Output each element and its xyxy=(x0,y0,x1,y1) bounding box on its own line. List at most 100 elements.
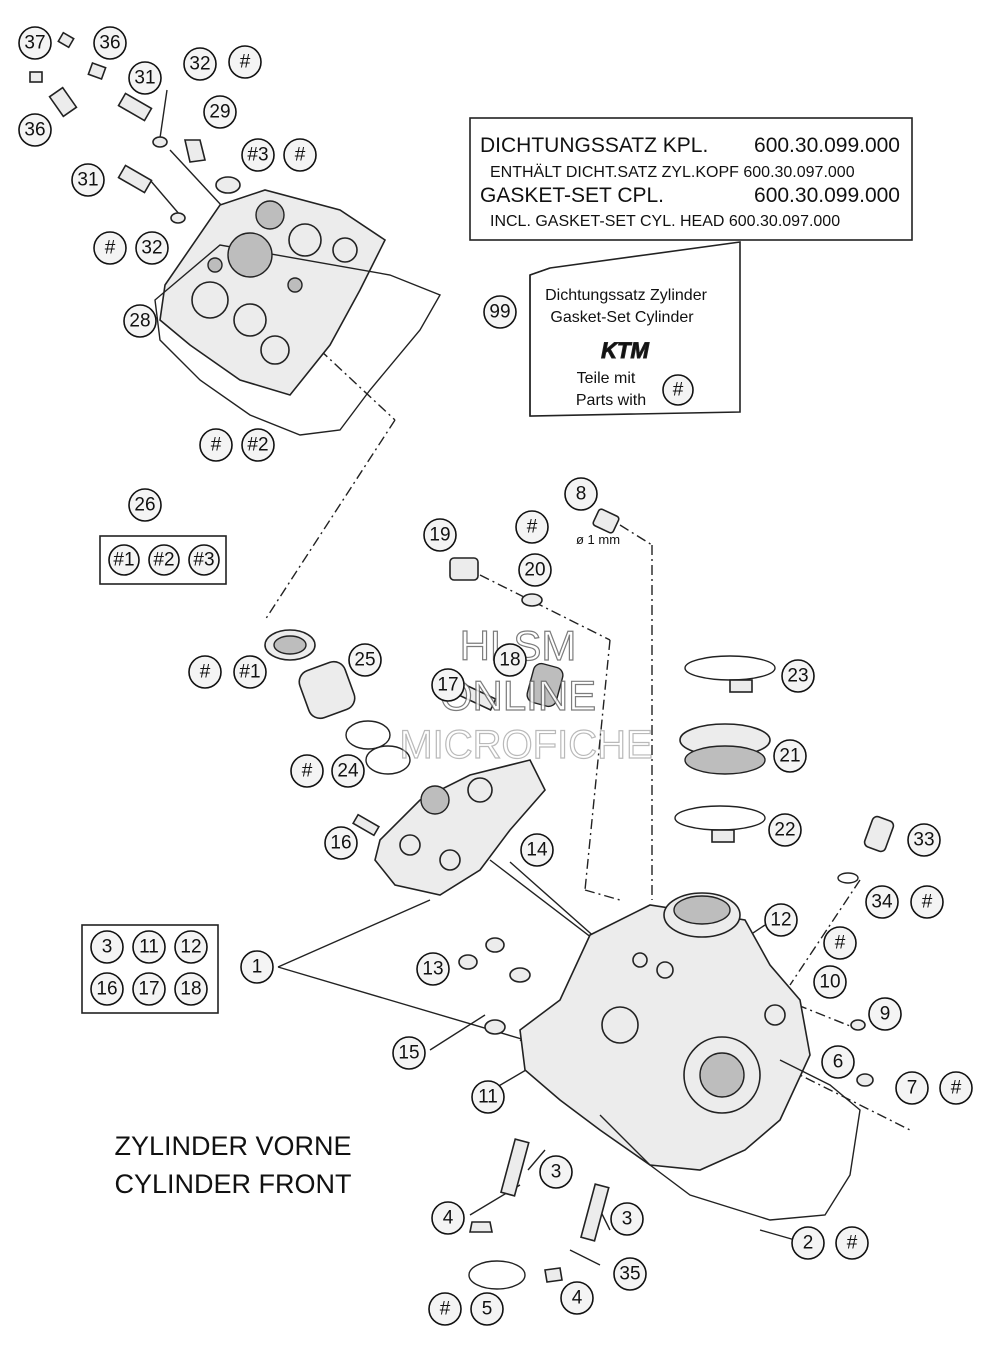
watermark-line3: MICROFICHE xyxy=(399,723,652,767)
callout-16: 16 xyxy=(324,826,358,860)
callout-7: 7 xyxy=(895,1071,929,1105)
svg-text:#3: #3 xyxy=(247,145,268,166)
svg-text:#: # xyxy=(922,892,933,913)
watermark: HLSM ONLINE MICROFICHE xyxy=(399,621,654,767)
svg-text:#: # xyxy=(673,380,684,401)
svg-text:16: 16 xyxy=(330,833,351,854)
svg-text:33: 33 xyxy=(913,830,934,851)
callout-hash: # xyxy=(835,1226,869,1260)
callout-hash: # xyxy=(199,428,233,462)
gasket-line3-left: GASKET-SET CPL. xyxy=(480,184,664,207)
svg-text:#: # xyxy=(302,761,313,782)
callout-35: 35 xyxy=(613,1257,647,1291)
callout-hash-2: #2 xyxy=(241,428,275,462)
svg-text:37: 37 xyxy=(24,33,45,54)
callout-37: 37 xyxy=(18,26,52,60)
svg-text:25: 25 xyxy=(354,650,375,671)
callout-36: 36 xyxy=(18,113,52,147)
svg-text:#: # xyxy=(211,435,222,456)
svg-text:28: 28 xyxy=(129,311,150,332)
svg-text:17: 17 xyxy=(437,675,458,696)
callout-32: 32 xyxy=(183,47,217,81)
callout-hash: # xyxy=(228,45,262,79)
callout-34: 34 xyxy=(865,885,899,919)
svg-text:#: # xyxy=(951,1078,962,1099)
svg-text:#: # xyxy=(440,1299,451,1320)
svg-text:16: 16 xyxy=(96,979,117,1000)
svg-text:18: 18 xyxy=(180,979,201,1000)
callout-hash: # xyxy=(515,510,549,544)
svg-text:24: 24 xyxy=(337,761,359,782)
svg-text:#: # xyxy=(105,238,116,259)
svg-text:#1: #1 xyxy=(239,662,260,683)
callout-99: 99 xyxy=(483,295,517,329)
callout-13: 13 xyxy=(416,952,450,986)
cylinder-gasket-box: Dichtungssatz Zylinder Gasket-Set Cylind… xyxy=(529,241,741,417)
group-26-item-hash-2: #2 xyxy=(148,544,180,576)
callout-11: 11 xyxy=(471,1080,505,1114)
callout-14: 14 xyxy=(520,833,554,867)
svg-text:#: # xyxy=(847,1233,858,1254)
svg-text:#: # xyxy=(200,662,211,683)
svg-text:22: 22 xyxy=(774,820,795,841)
svg-text:8: 8 xyxy=(576,484,587,505)
svg-text:6: 6 xyxy=(833,1052,844,1073)
svg-text:#2: #2 xyxy=(247,435,268,456)
cylinder-head xyxy=(458,815,895,1290)
callout-hash: # xyxy=(939,1071,973,1105)
callout-4: 4 xyxy=(560,1281,594,1315)
cylinder-box-line4: Parts with xyxy=(576,392,646,409)
svg-text:13: 13 xyxy=(422,959,443,980)
svg-text:#: # xyxy=(295,145,306,166)
small-fasteners-top xyxy=(29,31,241,224)
svg-text:#: # xyxy=(527,517,538,538)
callout-32: 32 xyxy=(135,231,169,265)
callout-9: 9 xyxy=(868,997,902,1031)
callout-2: 2 xyxy=(791,1226,825,1260)
title-line2: CYLINDER FRONT xyxy=(114,1169,351,1199)
callout-20: 20 xyxy=(518,553,552,587)
svg-text:17: 17 xyxy=(138,979,159,1000)
callout-31: 31 xyxy=(128,61,162,95)
callout-hash: # xyxy=(910,885,944,919)
svg-text:31: 31 xyxy=(134,68,155,89)
group-1-item-12: 12 xyxy=(174,930,208,964)
callout-hash: # xyxy=(93,231,127,265)
callout-hash: # xyxy=(283,138,317,172)
callout-6: 6 xyxy=(821,1045,855,1079)
callout-17: 17 xyxy=(431,668,465,702)
drawing-title: ZYLINDER VORNE CYLINDER FRONT xyxy=(114,1131,351,1199)
callout-hash: # xyxy=(823,926,857,960)
svg-text:32: 32 xyxy=(189,54,210,75)
gasket-line3-right: 600.30.099.000 xyxy=(754,184,900,207)
callout-1: 1 xyxy=(240,950,274,984)
svg-text:19: 19 xyxy=(429,525,450,546)
callout-15: 15 xyxy=(392,1036,426,1070)
callout-5: 5 xyxy=(470,1292,504,1326)
callout-3: 3 xyxy=(539,1155,573,1189)
callout-23: 23 xyxy=(781,659,815,693)
svg-text:#: # xyxy=(835,933,846,954)
callout-31: 31 xyxy=(71,163,105,197)
svg-text:3: 3 xyxy=(551,1162,562,1183)
svg-text:4: 4 xyxy=(443,1208,454,1229)
callout-hash-3: #3 xyxy=(241,138,275,172)
cylinder-box-symbol: # xyxy=(662,374,694,406)
callout-4: 4 xyxy=(431,1201,465,1235)
callout-18: 18 xyxy=(493,643,527,677)
svg-text:10: 10 xyxy=(819,972,840,993)
callout-3: 3 xyxy=(610,1202,644,1236)
callout-12: 12 xyxy=(764,903,798,937)
svg-text:18: 18 xyxy=(499,650,520,671)
callout-10: 10 xyxy=(813,965,847,999)
gasket-line1-left: DICHTUNGSSATZ KPL. xyxy=(480,134,708,157)
svg-text:#: # xyxy=(240,52,251,73)
callout-19: 19 xyxy=(423,518,457,552)
svg-text:15: 15 xyxy=(398,1043,419,1064)
svg-text:21: 21 xyxy=(779,746,800,767)
svg-text:32: 32 xyxy=(141,238,162,259)
